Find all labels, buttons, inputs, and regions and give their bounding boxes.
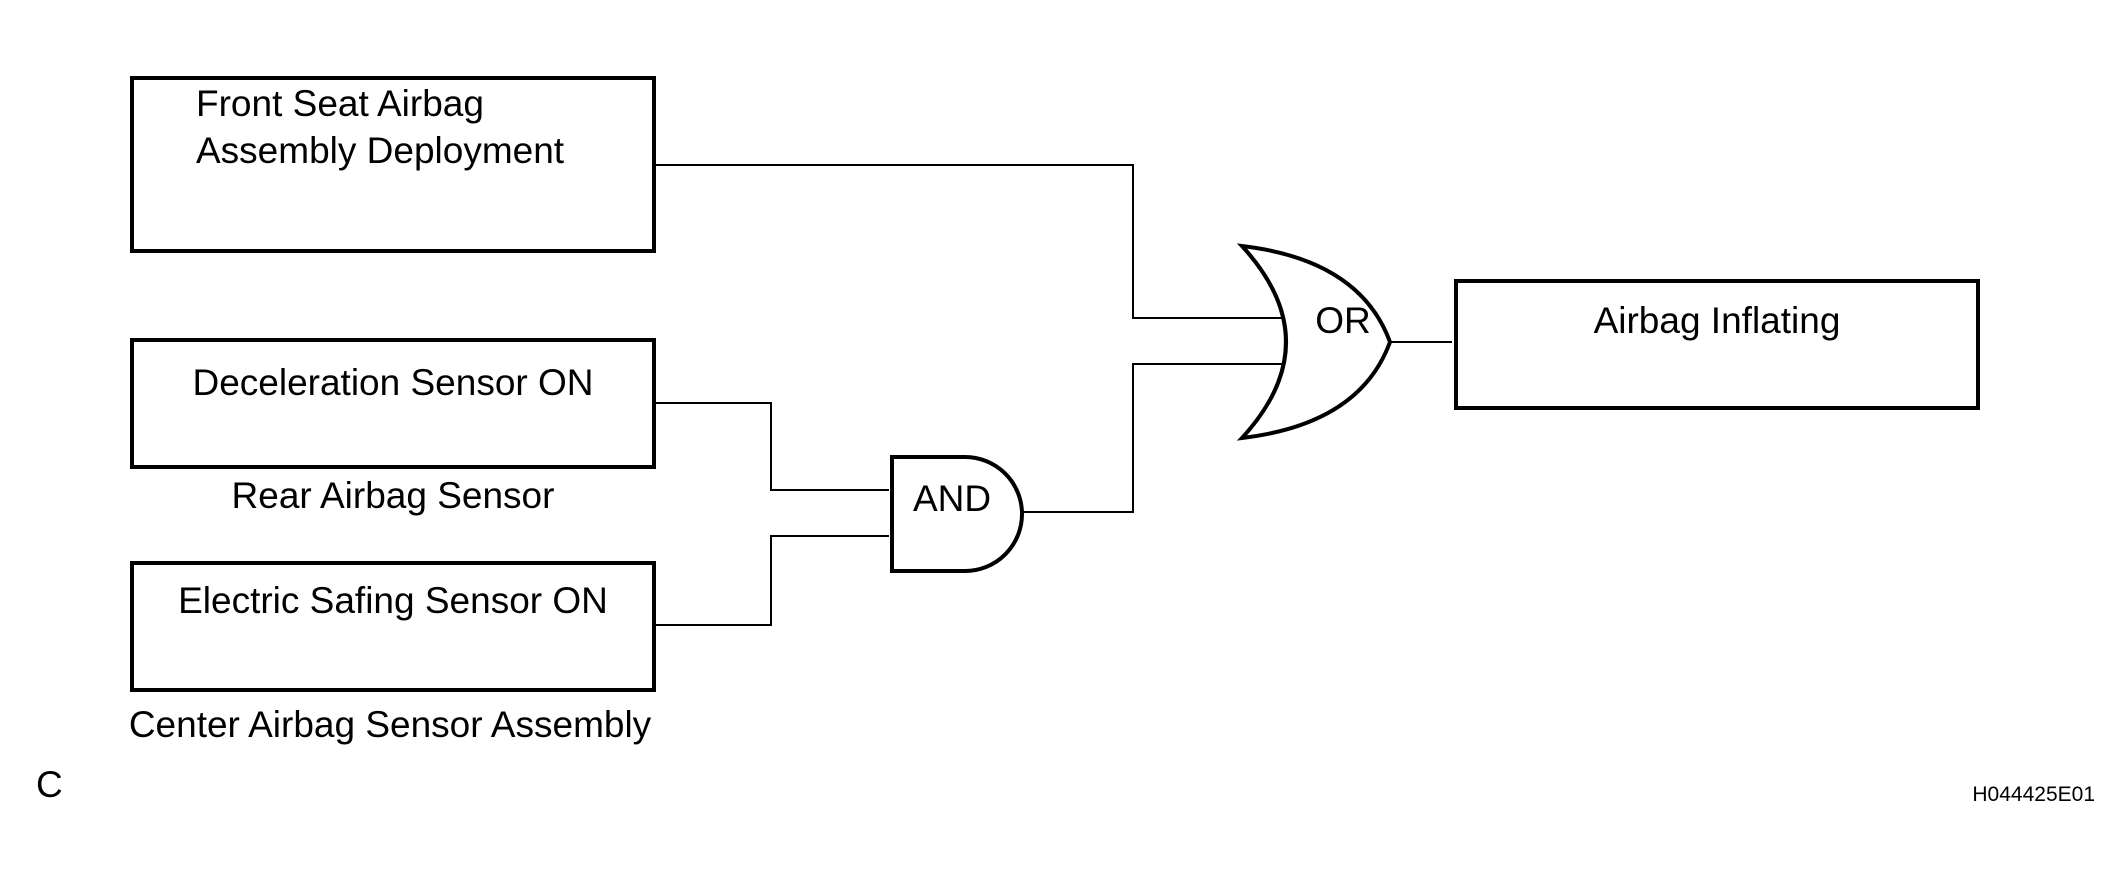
front-seat-label-line1: Front Seat Airbag — [196, 83, 484, 124]
wire-deceleration-to-and — [654, 402, 889, 491]
figure-id: H044425E01 — [1972, 783, 2095, 806]
deceleration-sensor-label: Deceleration Sensor ON — [192, 362, 593, 403]
and-gate — [890, 455, 1024, 573]
electric-safing-sensor-box — [130, 561, 656, 692]
wires — [654, 164, 1452, 626]
and-gate-label: AND — [913, 478, 991, 519]
front-seat-label-line2: Assembly Deployment — [196, 130, 565, 171]
electric-safing-sensor-label: Electric Safing Sensor ON — [178, 580, 608, 621]
airbag-inflating-box — [1454, 279, 1980, 410]
rear-airbag-sensor-caption: Rear Airbag Sensor — [232, 475, 555, 516]
center-airbag-sensor-caption: Center Airbag Sensor Assembly — [129, 704, 652, 745]
or-gate — [1236, 243, 1393, 441]
corner-letter: C — [36, 764, 63, 805]
wire-safing-to-and — [654, 535, 889, 626]
or-gate-label: OR — [1315, 300, 1371, 341]
deceleration-sensor-box — [130, 338, 656, 469]
airbag-inflating-label: Airbag Inflating — [1594, 300, 1841, 341]
wire-front-seat-to-or — [654, 164, 1287, 319]
front-seat-deployment-box — [130, 76, 656, 253]
wire-and-to-or — [1013, 363, 1287, 513]
